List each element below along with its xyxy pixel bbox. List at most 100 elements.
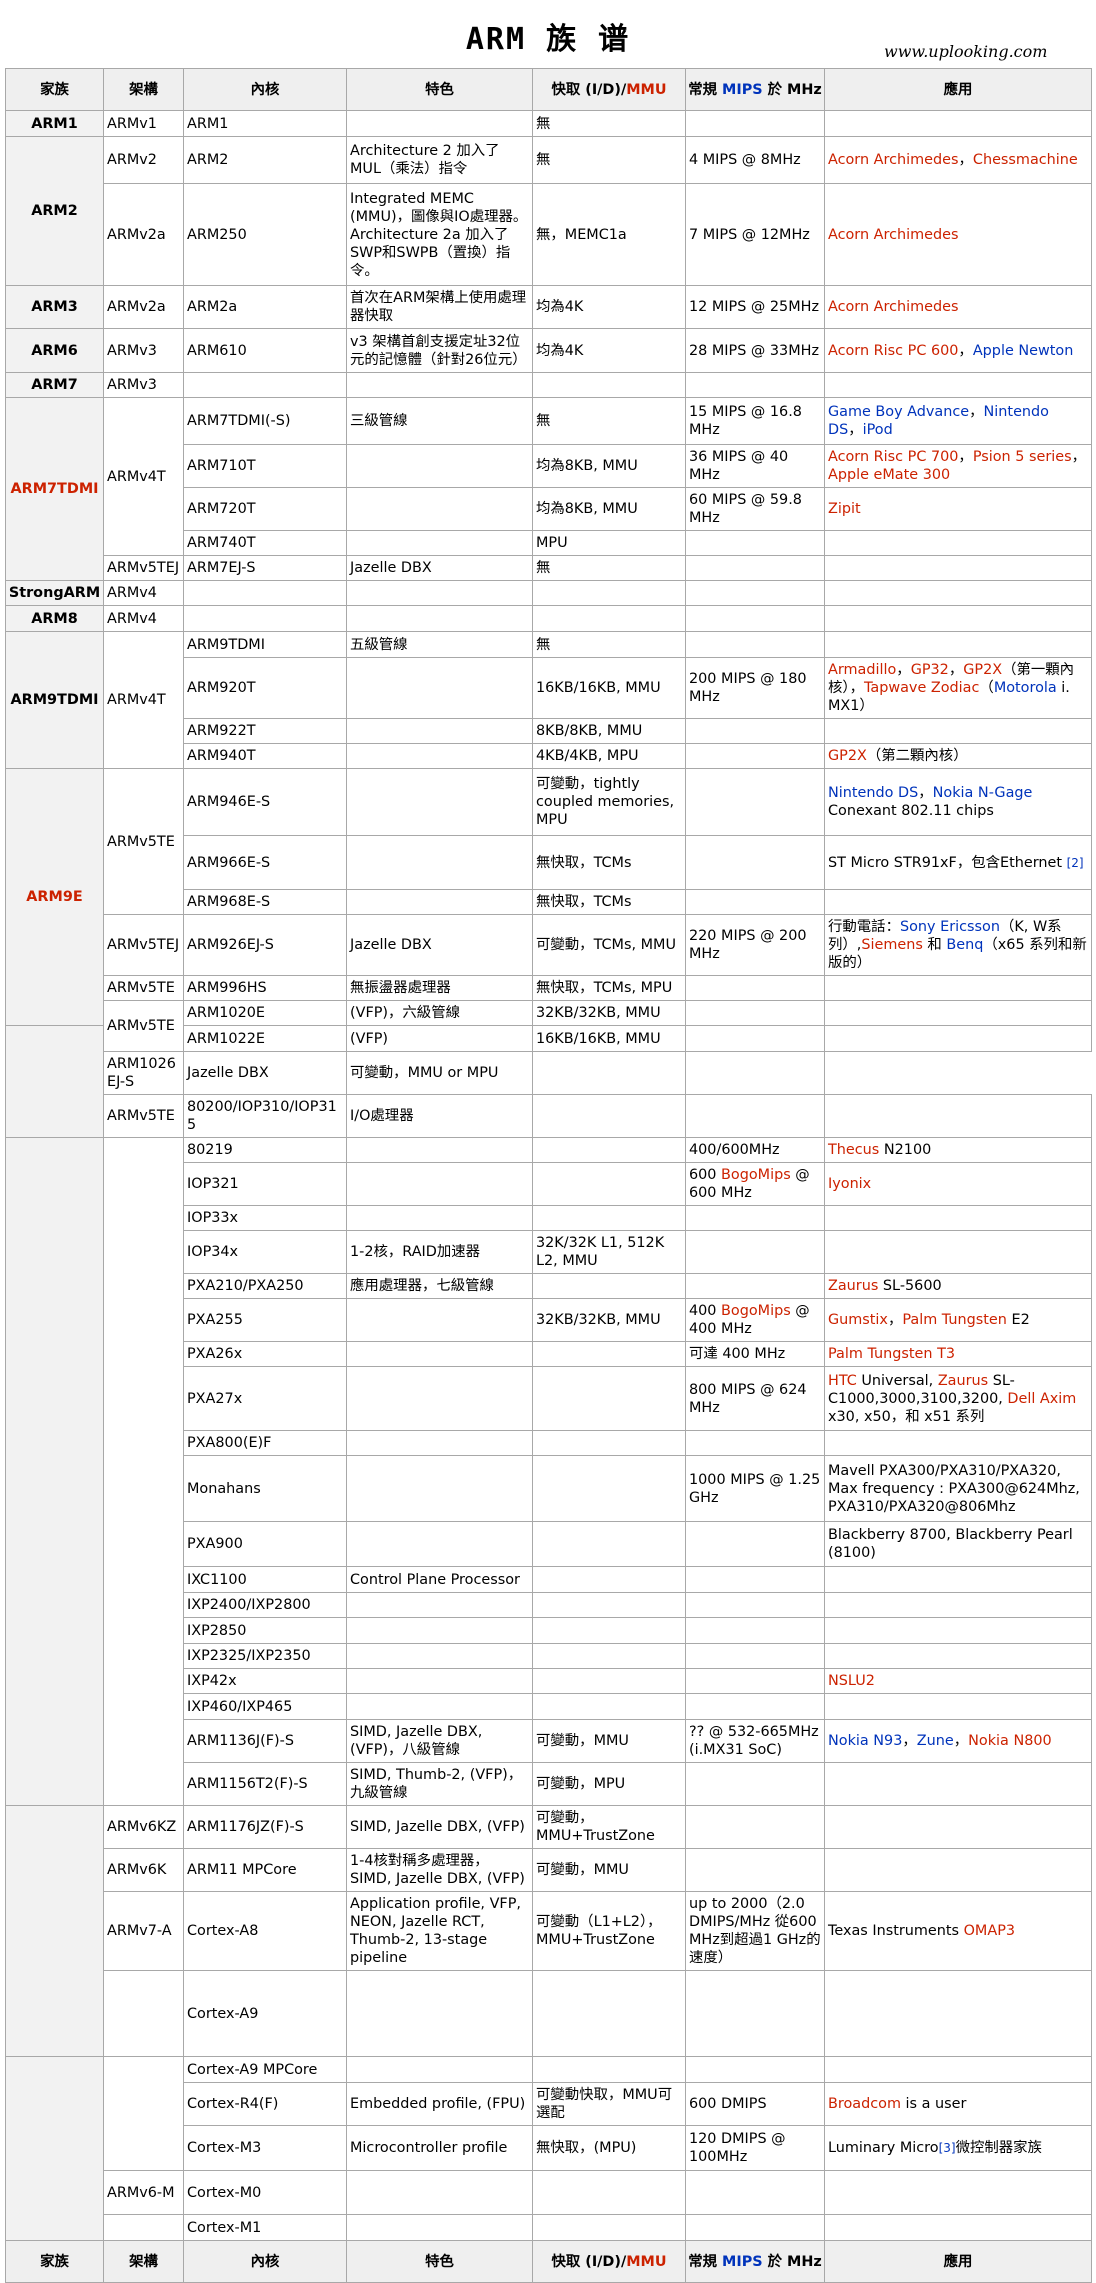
- link-text[interactable]: Armadillo: [828, 662, 897, 678]
- link-text[interactable]: Nokia N93: [828, 1733, 903, 1749]
- app-cell: [824, 1000, 1092, 1026]
- link-text[interactable]: Benq: [946, 937, 984, 953]
- feature-cell: (VFP)，六級管線: [346, 1000, 533, 1026]
- link-text[interactable]: Psion 5 series: [972, 449, 1072, 465]
- app-cell: [824, 718, 1092, 744]
- feature-cell: 三級管線: [346, 397, 533, 445]
- perf-cell: [685, 1025, 825, 1052]
- link-text[interactable]: Zaurus: [937, 1372, 989, 1389]
- link-text[interactable]: BogoMips: [721, 1167, 791, 1183]
- link-text[interactable]: Chessmachine: [972, 152, 1078, 168]
- link-text[interactable]: Motorola: [993, 680, 1057, 696]
- cell-text: IXP460/IXP465: [187, 1698, 293, 1715]
- feature-cell: [346, 1521, 533, 1567]
- core-cell: ARM7TDMI(-S): [183, 397, 347, 445]
- plain-text: 和: [922, 937, 947, 953]
- link-text[interactable]: Zune: [916, 1733, 954, 1749]
- table-row: IXP2400/IXP2800: [6, 1592, 1092, 1618]
- cache-cell: 可變動，MMU+TrustZone: [532, 1805, 686, 1849]
- link-text[interactable]: Acorn Archimedes: [828, 152, 959, 168]
- link-text[interactable]: NSLU2: [828, 1673, 875, 1689]
- plain-text: ，: [958, 342, 973, 359]
- app-cell: Palm Tungsten T3: [824, 1341, 1092, 1367]
- family-cell: [5, 1137, 104, 1806]
- cell-text: 無快取，(MPU): [536, 2140, 637, 2156]
- arm-family-table: 家族 架構 內核 特色 快取 (I/D)/MMU 常規 MIPS 於 MHz 應…: [5, 68, 1092, 2283]
- header-mips-link[interactable]: MIPS: [722, 81, 763, 98]
- link-text[interactable]: Acorn Risc PC 700: [828, 449, 959, 465]
- cell-text: ARM946E-S: [187, 794, 271, 810]
- link-text[interactable]: Palm Tungsten: [902, 1312, 1007, 1328]
- link-text[interactable]: Apple Newton: [972, 342, 1074, 359]
- feature-cell: [346, 110, 533, 137]
- link-text[interactable]: [2]: [1066, 855, 1084, 870]
- feature-cell: SIMD, Thumb-2, (VFP)，九級管線: [346, 1762, 533, 1806]
- cell-text: 36 MIPS @ 40 MHz: [689, 449, 789, 483]
- link-text[interactable]: Gumstix: [828, 1312, 888, 1328]
- cell-text: ARM1: [187, 115, 229, 132]
- link-text[interactable]: Acorn Archimedes: [828, 226, 959, 243]
- link-text[interactable]: Nokia N-Gage: [932, 785, 1033, 801]
- cell-text: v3 架構首創支援定址32位元的記憶體（針對26位元）: [350, 333, 527, 368]
- app-cell: [824, 1566, 1092, 1593]
- footer-mips-link[interactable]: MIPS: [722, 2253, 763, 2270]
- footer-mmu-link[interactable]: MMU: [626, 2253, 667, 2270]
- link-text[interactable]: iPod: [862, 422, 893, 438]
- link-text[interactable]: Siemens: [861, 937, 923, 953]
- core-cell: ARM922T: [183, 718, 347, 744]
- cell-text: ARM922T: [187, 723, 256, 739]
- cache-cell: [532, 1162, 686, 1206]
- header-cache-text: 快取 (I/D)/: [551, 81, 627, 98]
- app-cell: [824, 372, 1092, 398]
- link-text[interactable]: Dell Axim: [1007, 1390, 1077, 1407]
- link-text[interactable]: Zipit: [828, 501, 861, 517]
- perf-cell: [685, 1521, 825, 1567]
- link-text[interactable]: Nintendo DS: [828, 785, 919, 801]
- perf-cell: 4 MIPS @ 8MHz: [685, 136, 825, 184]
- link-text[interactable]: Zaurus: [828, 1278, 879, 1294]
- link-text[interactable]: Broadcom: [828, 2096, 901, 2112]
- link-text[interactable]: Tapwave Zodiac: [863, 680, 980, 696]
- link-text[interactable]: Apple eMate 300: [828, 467, 951, 483]
- cache-cell: [532, 1617, 686, 1644]
- cell-text: ARM7EJ-S: [187, 560, 256, 576]
- app-cell: ST Micro STR91xF，包含Ethernet [2]: [824, 835, 1092, 890]
- app-cell: [824, 605, 1092, 632]
- link-text[interactable]: HTC: [828, 1372, 857, 1389]
- link-text[interactable]: Thecus: [828, 1142, 880, 1158]
- core-cell: IXP2850: [183, 1617, 347, 1644]
- link-text[interactable]: GP2X: [828, 748, 867, 764]
- plain-text: 微控制器家族: [955, 2140, 1042, 2156]
- cell-text: ARM7: [31, 377, 78, 393]
- link-text[interactable]: Iyonix: [828, 1176, 872, 1192]
- perf-cell: 36 MIPS @ 40 MHz: [685, 444, 825, 488]
- link-text[interactable]: GP32: [910, 662, 949, 678]
- cell-text: 可變動（L1+L2），MMU+TrustZone: [536, 1914, 662, 1948]
- link-text[interactable]: Nintendo DS: [828, 404, 1049, 438]
- link-text[interactable]: BogoMips: [721, 1303, 791, 1319]
- link-text[interactable]: Game Boy Advance: [828, 404, 970, 420]
- link-text[interactable]: Acorn Risc PC 600: [828, 342, 959, 359]
- arch-cell: ARMv2a: [103, 183, 184, 286]
- link-text[interactable]: Acorn Archimedes: [828, 299, 959, 315]
- app-cell: Acorn Archimedes: [824, 183, 1092, 286]
- link-text[interactable]: OMAP3: [963, 1923, 1016, 1939]
- cell-text: ARM996HS: [187, 980, 267, 996]
- link-text[interactable]: GP2X: [963, 662, 1003, 678]
- link-text[interactable]: [3]: [938, 2141, 956, 2155]
- link-text[interactable]: Palm Tungsten T3: [828, 1346, 956, 1362]
- link-text[interactable]: Sony Ericsson: [899, 919, 1000, 935]
- header-perf-a: 常規: [688, 81, 723, 98]
- core-cell: ARM940T: [183, 743, 347, 769]
- cache-cell: 8KB/8KB, MMU: [532, 718, 686, 744]
- feature-cell: I/O處理器: [346, 1094, 533, 1138]
- link-text[interactable]: Nokia N800: [968, 1733, 1052, 1749]
- cache-cell: 均為4K: [532, 285, 686, 329]
- core-cell: Cortex-M3: [183, 2125, 347, 2171]
- header-mmu-link[interactable]: MMU: [626, 81, 667, 98]
